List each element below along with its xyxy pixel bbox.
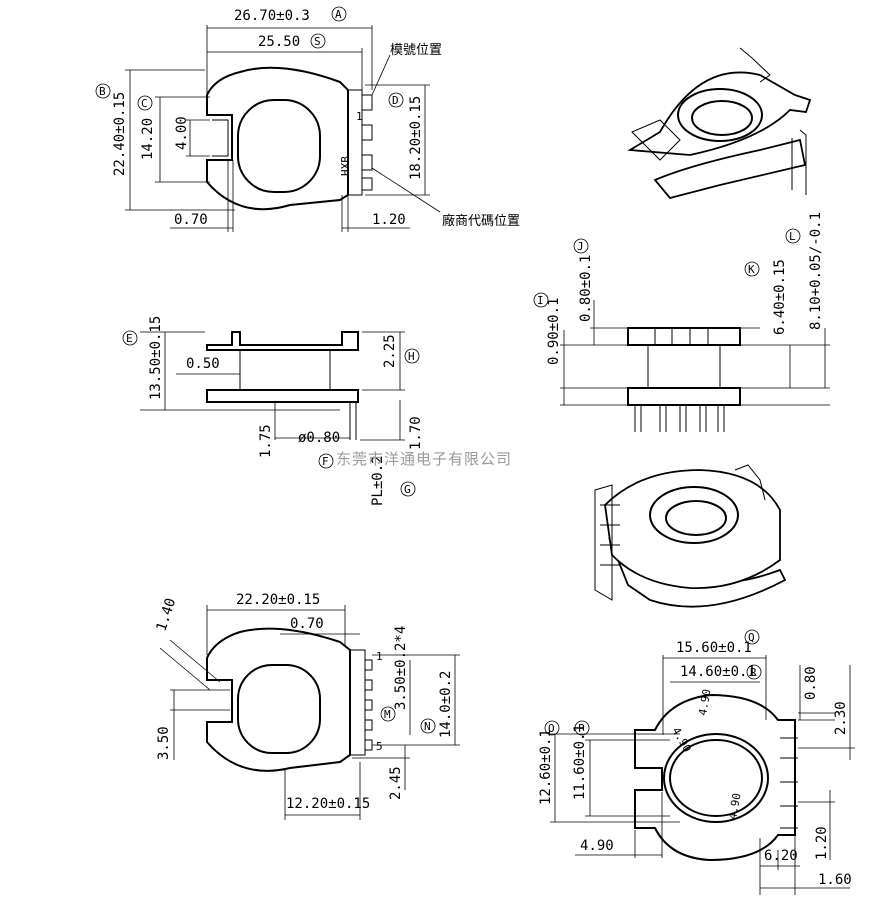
svg-text:D: D [392, 94, 399, 107]
dim-M: 3.50±0.2*4 [393, 626, 409, 710]
svg-text:G: G [404, 483, 411, 496]
dim-S: 25.50 [258, 34, 300, 50]
note-maker-code-position: 廠商代碼位置 [442, 213, 520, 229]
dim-B: 22.40±0.15 [112, 92, 128, 176]
dim-R: 14.60±0.1 [680, 664, 756, 680]
watermark: 东莞市洋通电子有限公司 [336, 450, 512, 468]
dim-D: 18.20±0.15 [408, 96, 424, 180]
svg-text:Q: Q [748, 631, 755, 644]
top-view: HXB 1 26.70±0.3 A 25.50 S 22.40±0.15 B 1… [95, 6, 520, 232]
svg-text:C: C [141, 97, 148, 110]
dim-top-width: 22.20±0.15 [236, 592, 320, 608]
svg-text:B: B [99, 85, 106, 98]
dim-L: 8.10+0.05/-0.1 [808, 212, 824, 330]
dim-wall-a: 4.90 [669, 725, 694, 754]
dim-bottom-width: 12.20±0.15 [286, 796, 370, 812]
svg-text:O: O [548, 722, 555, 735]
dim-C-sub: 4.00 [174, 116, 190, 150]
dim-left-gap: 0.70 [174, 212, 208, 228]
svg-text:I: I [537, 294, 544, 307]
svg-text:N: N [424, 720, 431, 733]
dim-H: 2.25 [382, 334, 398, 368]
plan-view: 4.90 4.90 4.90 15.60±0.1 Q 14.60±0.1 R 1… [538, 629, 855, 895]
dim-G: PL±0.2 [370, 455, 386, 506]
svg-text:J: J [577, 240, 584, 253]
dim-P: 11.60±0.1 [572, 724, 588, 800]
top-view-outline [206, 66, 349, 211]
dim-pin-s: 1.20 [814, 826, 830, 860]
dim-E: 13.50±0.15 [148, 316, 164, 400]
dim-C: 14.20 [140, 118, 156, 160]
svg-text:L: L [789, 230, 796, 243]
dim-Q: 15.60±0.1 [676, 640, 752, 656]
front-view: 0.90±0.1 I 0.80±0.1 J 6.40±0.15 K 8.10+0… [533, 212, 830, 432]
dim-E-sub: 0.50 [186, 356, 220, 372]
pin-number-1: 1 [376, 650, 383, 663]
iso-view-middle [594, 464, 787, 608]
brand-mark: HXB [339, 156, 352, 176]
dim-top-gap: 0.70 [290, 616, 324, 632]
pin-number-5: 5 [376, 740, 383, 753]
dim-pin-pitch: 2.30 [833, 701, 849, 735]
iso-view-top [627, 47, 812, 200]
dim-F: ø0.80 [298, 430, 340, 446]
dim-pin-height: 1.75 [258, 424, 274, 458]
dim-pin-t: 1.60 [818, 872, 852, 888]
svg-text:A: A [335, 8, 342, 21]
dim-A: 26.70±0.3 [234, 8, 310, 24]
bottom-view: 1 5 22.20±0.15 0.70 1.40 3.50 14.0±0.2 N… [154, 592, 460, 820]
svg-text:K: K [748, 263, 755, 276]
svg-text:E: E [126, 332, 133, 345]
dim-bottom-gap: 2.45 [388, 766, 404, 800]
dim-wall-c: 4.90 [726, 792, 743, 820]
dim-wall: 4.90 [580, 838, 614, 854]
dim-angle: 1.40 [154, 596, 180, 633]
dim-notch: 3.50 [156, 726, 172, 760]
dim-O: 12.60±0.1 [538, 729, 554, 805]
svg-text:H: H [408, 350, 415, 363]
svg-text:P: P [578, 722, 585, 735]
dim-right-gap: 1.20 [372, 212, 406, 228]
svg-text:F: F [322, 455, 329, 468]
top-view-notch [212, 119, 229, 157]
dim-K: 6.40±0.15 [772, 259, 788, 335]
dim-pin-len: 6.20 [764, 848, 798, 864]
top-view-bore [237, 99, 321, 193]
dim-pin-w: 0.80 [803, 666, 819, 700]
top-view-pins [362, 94, 373, 191]
note-model-position: 模號位置 [390, 43, 442, 58]
dim-N: 14.0±0.2 [438, 671, 454, 738]
dim-J: 0.80±0.1 [578, 255, 594, 322]
dim-F-sub: 1.70 [408, 416, 424, 450]
svg-text:M: M [384, 708, 391, 721]
svg-text:R: R [750, 666, 757, 679]
top-view-pin-rail [348, 89, 363, 196]
dim-wall-b: 4.90 [696, 688, 713, 716]
pin-number-top: 1 [356, 110, 363, 123]
side-view: 13.50±0.15 E 0.50 2.25 H 1.75 ø0.80 F 1.… [122, 316, 424, 506]
svg-text:S: S [314, 35, 321, 48]
dim-I: 0.90±0.1 [546, 298, 562, 365]
